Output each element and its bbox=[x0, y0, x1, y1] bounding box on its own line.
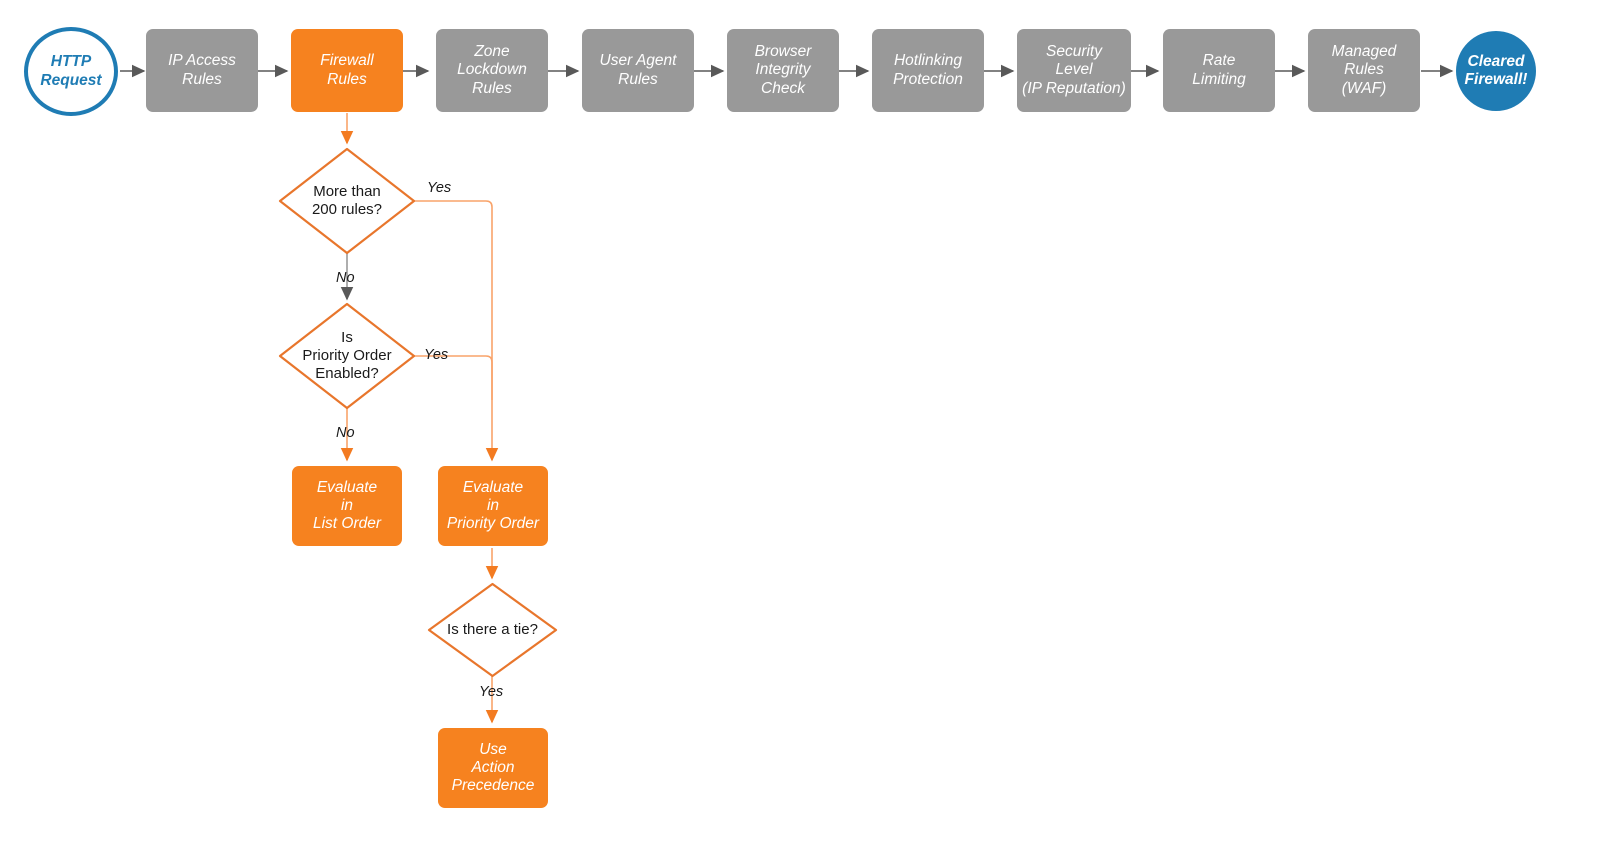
node-user-agent-rules[interactable]: User Agent Rules bbox=[582, 29, 694, 112]
edge-label-priority-yes: Yes bbox=[424, 347, 449, 363]
node-label: Firewall Rules bbox=[320, 52, 374, 88]
node-label: Use Action Precedence bbox=[451, 740, 535, 795]
node-ip-access-rules[interactable]: IP Access Rules bbox=[146, 29, 258, 112]
node-cleared-firewall[interactable]: Cleared Firewall! bbox=[1456, 31, 1536, 111]
decision-label: More than 200 rules? bbox=[311, 183, 383, 218]
edge-label-rules-yes: Yes bbox=[427, 180, 452, 196]
node-label: Evaluate in Priority Order bbox=[446, 478, 540, 533]
decision-is-there-a-tie[interactable]: Is there a tie? bbox=[425, 580, 560, 680]
edge-rules-yes-to-priority-order-box bbox=[411, 200, 499, 462]
node-evaluate-in-list-order[interactable]: Evaluate in List Order bbox=[292, 466, 402, 546]
node-label: Evaluate in List Order bbox=[312, 478, 382, 533]
diamond-shape bbox=[427, 582, 558, 678]
decision-more-than-200-rules[interactable]: More than 200 rules? bbox=[276, 145, 418, 257]
node-label: HTTP Request bbox=[40, 53, 102, 89]
node-zone-lockdown-rules[interactable]: Zone Lockdown Rules bbox=[436, 29, 548, 112]
node-firewall-rules[interactable]: Firewall Rules bbox=[291, 29, 403, 112]
diamond-shape bbox=[278, 302, 416, 410]
edge-label-tie-yes: Yes bbox=[479, 684, 504, 700]
node-security-level[interactable]: Security Level (IP Reputation) bbox=[1017, 29, 1131, 112]
node-browser-integrity-check[interactable]: Browser Integrity Check bbox=[727, 29, 839, 112]
decision-is-priority-order-enabled[interactable]: Is Priority Order Enabled? bbox=[276, 300, 418, 412]
node-label: IP Access Rules bbox=[168, 52, 236, 88]
node-label: Browser Integrity Check bbox=[754, 43, 812, 97]
node-label: Security Level (IP Reputation) bbox=[1022, 43, 1126, 97]
node-evaluate-in-priority-order[interactable]: Evaluate in Priority Order bbox=[438, 466, 548, 546]
node-http-request[interactable]: HTTP Request bbox=[24, 27, 118, 116]
node-label: Rate Limiting bbox=[1192, 52, 1246, 88]
node-rate-limiting[interactable]: Rate Limiting bbox=[1163, 29, 1275, 112]
edge-label-rules-no: No bbox=[336, 270, 355, 286]
node-label: Hotlinking Protection bbox=[893, 52, 963, 88]
node-managed-rules-waf[interactable]: Managed Rules (WAF) bbox=[1308, 29, 1420, 112]
node-label: User Agent Rules bbox=[599, 52, 677, 88]
decision-label: Is Priority Order Enabled? bbox=[302, 329, 392, 382]
decision-label: Is there a tie? bbox=[447, 621, 538, 638]
diamond-shape bbox=[278, 147, 416, 255]
node-use-action-precedence[interactable]: Use Action Precedence bbox=[438, 728, 548, 808]
edge-label-priority-no: No bbox=[336, 425, 355, 441]
node-label: Cleared Firewall! bbox=[1464, 52, 1528, 88]
node-label: Zone Lockdown Rules bbox=[457, 43, 527, 97]
node-hotlinking-protection[interactable]: Hotlinking Protection bbox=[872, 29, 984, 112]
node-label: Managed Rules (WAF) bbox=[1331, 43, 1397, 97]
